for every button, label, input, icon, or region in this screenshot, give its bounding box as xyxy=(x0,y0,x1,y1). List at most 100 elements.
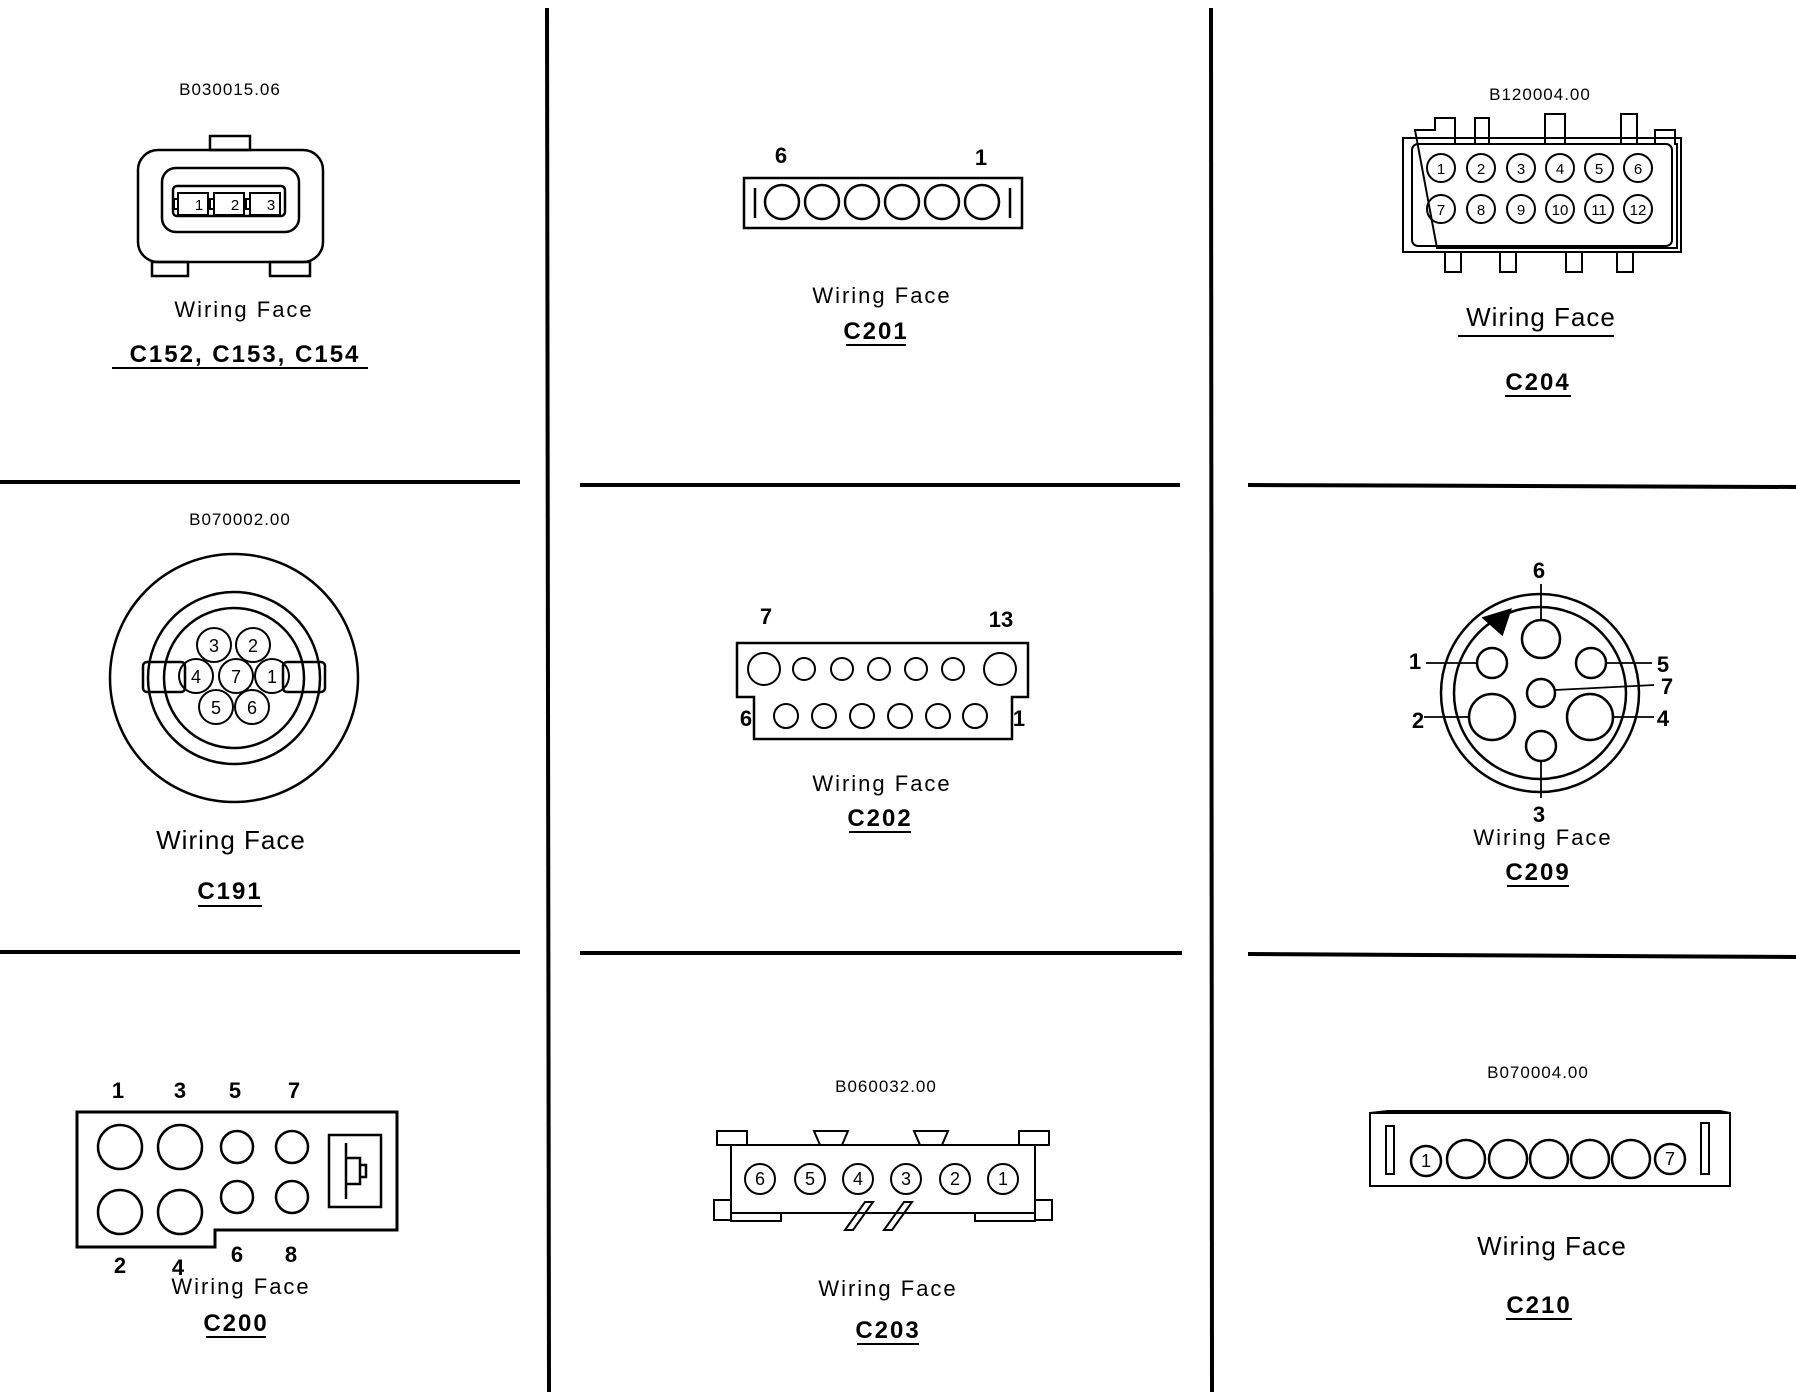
pin-label: 9 xyxy=(1517,202,1525,219)
pin-label: 4 xyxy=(1657,706,1670,731)
pin-label: 4 xyxy=(191,667,201,687)
horizontal-divider-3 xyxy=(1247,483,1796,489)
pin-label: 1 xyxy=(1013,706,1025,731)
panel-c201: 6 1 Wiring Face C201 xyxy=(742,143,1024,346)
pin-label: 5 xyxy=(229,1078,241,1103)
pin-label: 8 xyxy=(1477,202,1485,219)
pin-label: 1 xyxy=(1409,649,1421,674)
pin-label: 3 xyxy=(209,636,219,656)
part-code: B030015.06 xyxy=(179,80,281,99)
pin-label: 5 xyxy=(211,698,221,718)
panel-c210: B070004.00 1 7 Wiring Face C210 xyxy=(1369,1063,1731,1320)
connector-name: C201 xyxy=(843,318,908,345)
pin-label: 3 xyxy=(267,197,275,214)
panel-c200: 1 3 5 7 2 4 6 8 Wiring Face C200 xyxy=(75,1078,399,1338)
part-code: B120004.00 xyxy=(1489,85,1591,104)
connector-c203-body xyxy=(713,1130,1053,1231)
pin-label: 6 xyxy=(1634,161,1642,178)
pin-leader-lines xyxy=(1424,584,1655,798)
pin-label: 12 xyxy=(1630,202,1647,219)
connector-name: C152, C153, C154 xyxy=(130,341,361,368)
pin-label: 1 xyxy=(975,145,987,170)
panel-c191: B070002.00 3 2 4 7 1 5 6 Wiring Face C19… xyxy=(108,510,360,907)
connector-c191-body xyxy=(108,552,360,804)
pin-label: 5 xyxy=(1657,652,1669,677)
pin-row xyxy=(1409,1138,1687,1180)
connector-name: C202 xyxy=(847,805,912,832)
wiring-face-caption: Wiring Face xyxy=(171,1274,310,1299)
pin-label: 2 xyxy=(950,1169,960,1189)
pin-grid xyxy=(1426,153,1653,224)
pin-label: 6 xyxy=(231,1242,243,1267)
pin-label: 8 xyxy=(285,1242,297,1267)
wiring-face-caption: Wiring Face xyxy=(1477,1231,1627,1261)
pin-label: 1 xyxy=(1421,1151,1431,1171)
pin-label: 6 xyxy=(1533,558,1545,583)
pin-label: 5 xyxy=(805,1169,815,1189)
pin-grid xyxy=(747,652,1017,729)
wiring-face-caption: Wiring Face xyxy=(818,1276,957,1301)
part-code: B060032.00 xyxy=(835,1077,937,1096)
connector-name: C204 xyxy=(1505,369,1570,396)
pin-label: 13 xyxy=(989,607,1013,632)
connector-name: C210 xyxy=(1506,1292,1571,1319)
pin-label: 1 xyxy=(998,1169,1008,1189)
wiring-face-caption: Wiring Face xyxy=(1473,825,1612,850)
pin-label: 7 xyxy=(1665,1149,1675,1169)
pin-label: 11 xyxy=(1591,202,1607,219)
panel-c202: 7 13 6 1 Wiring Face C202 xyxy=(735,604,1030,833)
horizontal-divider-6 xyxy=(1247,952,1796,959)
pin-label: 4 xyxy=(172,1255,185,1280)
pin-cluster xyxy=(178,627,290,725)
panel-c209: 6 1 5 7 2 4 3 Wiring Face C209 xyxy=(1409,558,1673,887)
pin-grid xyxy=(96,1123,383,1236)
connector-c210-body xyxy=(1369,1110,1731,1187)
pin-label: 3 xyxy=(1533,802,1545,827)
pin-label: 3 xyxy=(901,1169,911,1189)
connector-c204-body xyxy=(1402,113,1682,273)
pin-label: 3 xyxy=(1517,161,1525,178)
pin-label: 10 xyxy=(1552,202,1569,219)
pin-label: 6 xyxy=(247,698,257,718)
connector-name: C203 xyxy=(855,1317,920,1344)
pin-label: 7 xyxy=(1437,202,1445,219)
pin-label: 2 xyxy=(248,636,258,656)
connector-c202-body xyxy=(735,641,1030,741)
pin-label: 6 xyxy=(755,1169,765,1189)
panel-c204: B120004.00 1 2 3 4 5 6 7 8 9 10 11 12 Wi… xyxy=(1402,85,1682,397)
pin-label: 6 xyxy=(740,706,752,731)
wiring-face-caption: Wiring Face xyxy=(812,771,951,796)
pin-row xyxy=(173,192,281,216)
connector-name: C191 xyxy=(197,878,262,905)
wiring-face-caption: Wiring Face xyxy=(1466,302,1616,332)
pin-label: 1 xyxy=(112,1078,124,1103)
pin-label: 4 xyxy=(1556,161,1564,178)
connector-c201-body xyxy=(742,176,1024,230)
pin-label: 4 xyxy=(853,1169,863,1189)
wiring-face-caption: Wiring Face xyxy=(174,297,313,322)
connector-c200-body xyxy=(75,1110,399,1249)
part-code: B070004.00 xyxy=(1487,1063,1589,1082)
pin-label: 7 xyxy=(760,604,772,629)
pin-label: 1 xyxy=(267,667,277,687)
pin-label: 6 xyxy=(775,143,787,168)
pin-label: 7 xyxy=(1661,674,1673,699)
wiring-face-caption: Wiring Face xyxy=(812,283,951,308)
vertical-divider-left xyxy=(545,7,551,1392)
part-code: B070002.00 xyxy=(189,510,291,529)
pin-label: 3 xyxy=(174,1078,186,1103)
vertical-divider-right xyxy=(1209,7,1214,1392)
pin-layout xyxy=(1467,618,1615,763)
wiring-face-caption: Wiring Face xyxy=(156,825,306,855)
pin-label: 2 xyxy=(231,197,239,214)
panel-c203: B060032.00 6 5 4 3 2 1 Wiring Face C203 xyxy=(713,1077,1053,1345)
pin-label: 1 xyxy=(1437,161,1445,178)
pin-row xyxy=(744,1163,1019,1195)
pin-label: 2 xyxy=(114,1253,126,1278)
pin-label: 7 xyxy=(231,667,241,687)
pin-label: 1 xyxy=(195,197,203,214)
connector-name: C209 xyxy=(1505,859,1570,886)
panel-c152: B030015.06 1 2 3 Wiring Face C152, C153,… xyxy=(112,80,368,369)
